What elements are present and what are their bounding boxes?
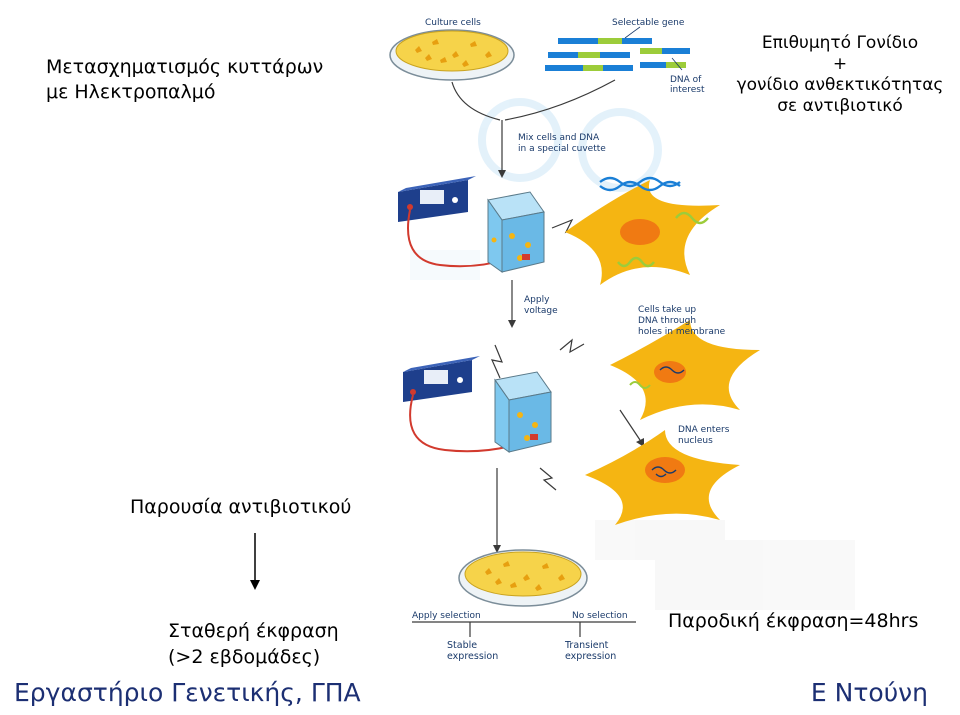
dna-helices-1 [599, 176, 709, 268]
label-take-up-3: holes in membrane [638, 327, 726, 337]
label-take-up-2: DNA through [638, 316, 696, 326]
transient-expression-note: Παροδική έκφραση=48hrs [668, 610, 919, 632]
culture-dish-bottom [458, 549, 588, 607]
gene-note-line4: σε αντιβιοτικό [777, 96, 903, 116]
stable-expression-note: Σταθερή έκφραση (>2 εβδομάδες) [168, 618, 339, 670]
pointer-selectable-gene [624, 26, 641, 39]
arrowhead-to-dish [493, 545, 501, 553]
merge-arrow [451, 79, 616, 170]
gene-note-line1: Επιθυμητό Γονίδιο [761, 33, 919, 53]
arrow-enters-nucleus [619, 409, 641, 441]
label-stable-1: Stable [447, 640, 477, 651]
label-apply-2: voltage [524, 306, 558, 316]
arrowhead-apply-voltage [508, 320, 516, 328]
stable-note-line1: Σταθερή έκφραση [168, 620, 339, 642]
gene-note: Επιθυμητό Γονίδιο + γονίδιο ανθεκτικότητ… [720, 33, 960, 117]
slide-title-line2: με Ηλεκτροπαλμό [46, 81, 216, 103]
cuvette-1 [487, 191, 545, 273]
background-page-texture [410, 98, 855, 610]
arrowhead-antibiotic [250, 580, 260, 590]
electroporator-device-1 [398, 176, 476, 222]
stable-note-line2: (>2 εβδομάδες) [168, 646, 321, 668]
label-culture-cells: Culture cells [425, 18, 481, 28]
label-transient-1: Transient [564, 640, 609, 651]
label-dna-interest-2: interest [670, 85, 705, 95]
label-apply-1: Apply [524, 295, 550, 305]
cell-before-uptake [565, 180, 720, 285]
antibiotic-label: Παρουσία αντιβιοτικού [130, 496, 352, 518]
electroporator-device-2 [403, 356, 480, 402]
label-dna-interest-1: DNA of [670, 75, 702, 85]
label-take-up-1: Cells take up [638, 305, 696, 315]
label-enters-1: DNA enters [678, 425, 730, 435]
selection-split-arrows [412, 621, 636, 637]
gene-fragments [545, 38, 690, 71]
cell-uptake [610, 320, 760, 420]
footer-lab-name: Εργαστήριο Γενετικής, ΓΠΑ [14, 678, 361, 707]
label-no-selection: No selection [572, 611, 628, 621]
cell-nucleus-dna [585, 430, 740, 525]
label-selectable-gene: Selectable gene [612, 18, 685, 28]
culture-dish-top [389, 29, 515, 81]
label-transient-2: expression [565, 651, 616, 662]
slide-title-line1: Μετασχηματισμός κυττάρων [46, 56, 324, 78]
gene-note-line3: γονίδιο ανθεκτικότητας [736, 75, 944, 95]
slide-title: Μετασχηματισμός κυττάρων με Ηλεκτροπαλμό [46, 55, 323, 105]
label-enters-2: nucleus [678, 436, 713, 446]
footer-author: Ε Ντούνη [810, 678, 928, 707]
cuvette-2 [494, 371, 552, 453]
sparks-2 [490, 338, 585, 491]
merge-arrowhead [498, 170, 506, 178]
label-apply-selection: Apply selection [412, 611, 481, 621]
arrowhead-enters-nucleus [636, 438, 644, 447]
label-mix-2: in a special cuvette [518, 144, 606, 154]
gene-note-line2: + [832, 54, 848, 74]
pointer-dna-interest [671, 57, 683, 71]
label-mix-1: Mix cells and DNA [518, 133, 600, 143]
label-stable-2: expression [447, 651, 498, 662]
